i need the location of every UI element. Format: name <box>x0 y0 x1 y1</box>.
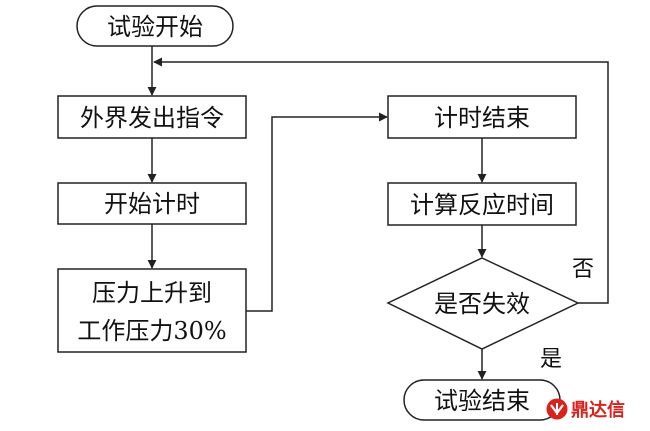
arrow-decision-no-loop <box>153 57 609 304</box>
step-start-timing: 开始计时 <box>57 182 247 225</box>
step-pressure-line1: 压力上升到 <box>92 279 212 307</box>
brand-watermark: 鼎达信 <box>546 396 625 422</box>
decision-label: 是否失效 <box>434 290 530 318</box>
edge-yes-label: 是 <box>540 347 562 372</box>
step-external-command: 外界发出指令 <box>57 95 247 139</box>
step-end-timing: 计时结束 <box>387 95 577 139</box>
start-label: 试验开始 <box>107 13 203 41</box>
step-calc-time: 计算反应时间 <box>387 182 577 226</box>
decision-failed: 是否失效 <box>386 257 580 350</box>
step-external-command-label: 外界发出指令 <box>80 104 224 132</box>
step-calc-time-label: 计算反应时间 <box>410 191 554 219</box>
step-end-timing-label: 计时结束 <box>434 104 530 132</box>
step-pressure-line2: 工作压力30% <box>77 317 226 345</box>
end-node: 试验结束 <box>403 379 561 421</box>
start-node: 试验开始 <box>76 5 234 47</box>
step-pressure-rise: 压力上升到 工作压力30% <box>57 268 247 353</box>
brand-logo-icon <box>546 398 568 420</box>
end-label: 试验结束 <box>434 387 530 415</box>
edge-no-label: 否 <box>572 257 594 282</box>
brand-text: 鼎达信 <box>571 400 625 421</box>
arrow-pressure-to-end-timing <box>246 112 388 312</box>
step-start-timing-label: 开始计时 <box>104 190 200 218</box>
